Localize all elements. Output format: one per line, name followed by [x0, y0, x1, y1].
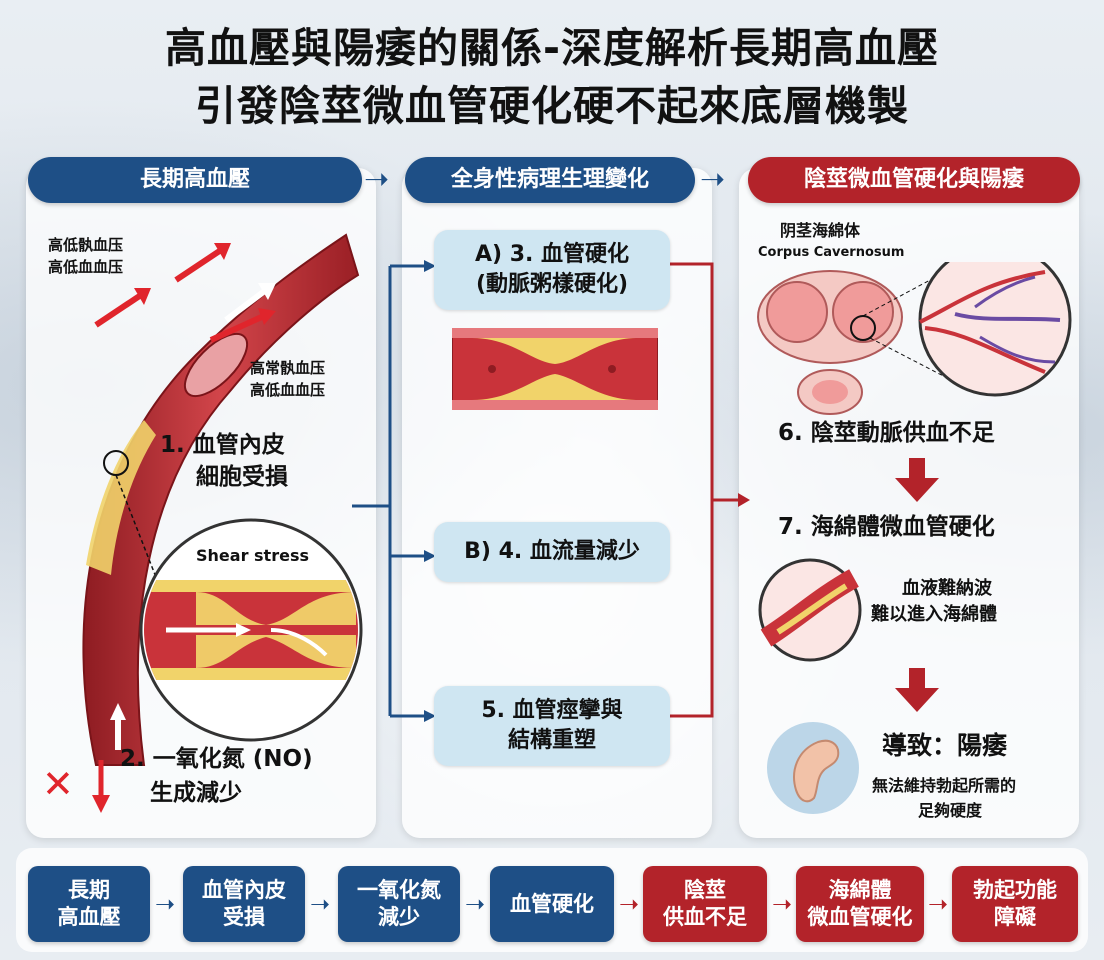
- pressure-label-b-1: 高常骫血压: [250, 359, 326, 377]
- flow-arrow-icon: ➝: [772, 890, 793, 918]
- cross-icon: ✕: [42, 762, 74, 806]
- step1-line1: 1. 血管內皮: [160, 432, 285, 458]
- result-title: 導致：陽痿: [882, 731, 1008, 760]
- shear-stress-label: Shear stress: [196, 546, 309, 565]
- pressure-arrow-icon: [209, 312, 268, 343]
- pressure-label-b-2: 高低血血压: [250, 381, 326, 399]
- hardened-microvessel-image: [758, 558, 862, 662]
- box-a-line2: (動脈粥樣硬化): [475, 272, 629, 297]
- pressure-label-a-2: 高低血血压: [48, 258, 124, 276]
- step2-line2: 生成減少: [150, 780, 242, 806]
- box-blood-flow-reduced: B) 4. 血流量減少: [434, 522, 670, 582]
- anatomy-label-cn: 阴茎海綿体: [780, 221, 861, 240]
- flow-arrow-icon: ➝: [310, 890, 331, 918]
- box-vasospasm: 5. 血管痙攣與 結構重塑: [434, 686, 670, 766]
- artery-opening: [183, 332, 249, 398]
- step7-label: 7. 海綿體微血管硬化: [778, 514, 995, 540]
- page-title-line1: 高血壓與陽痿的關係-深度解析長期高血壓: [164, 24, 939, 72]
- header-hypertension: 長期高血壓: [28, 157, 362, 203]
- pressure-arrow-icon: [94, 292, 143, 328]
- box-b-line1: B) 4. 血流量減少: [464, 539, 640, 564]
- step6-label: 6. 陰莖動脈供血不足: [778, 420, 995, 446]
- flow-step-5: 陰莖供血不足: [643, 866, 767, 942]
- flow-arrow-icon: ➝: [619, 890, 640, 918]
- header-systemic-changes: 全身性病理生理變化: [405, 157, 695, 203]
- box-a-line1: A) 3. 血管硬化: [474, 242, 630, 267]
- step1-line2: 細胞受損: [196, 464, 288, 490]
- note-line1: 血液難納波: [902, 578, 992, 599]
- pressure-arrow-icon: [174, 247, 223, 283]
- box-c-line2: 結構重塑: [507, 728, 596, 753]
- flow-arrow-icon: ➝: [155, 890, 176, 918]
- down-arrow-icon: [92, 795, 110, 813]
- narrowed-vessel-image: [452, 328, 658, 410]
- connector-lines: [352, 260, 750, 722]
- anatomy-label-en: Corpus Cavernosum: [758, 245, 905, 260]
- pressure-arrow-icon: [134, 288, 151, 305]
- down-arrow-icon: [895, 668, 939, 712]
- flow-arrow-icon: ➝: [928, 890, 949, 918]
- flow-step-1: 長期高血壓: [28, 866, 150, 942]
- header-arrow-icon: ➝: [364, 162, 390, 197]
- flow-arrow-icon: [258, 283, 276, 300]
- down-arrow-icon: [895, 458, 939, 502]
- flow-step-6: 海綿體微血管硬化: [796, 866, 924, 942]
- result-line2: 足夠硬度: [918, 801, 983, 820]
- penis-cross-section-image: [757, 262, 1072, 415]
- flow-arrow-icon: ➝: [465, 890, 486, 918]
- plaque: [86, 420, 156, 575]
- flaccid-penis-icon: [767, 722, 859, 814]
- artery-illustration: ✕: [42, 233, 363, 813]
- flow-step-3: 一氧化氮減少: [338, 866, 460, 942]
- result-line1: 無法維持勃起所需的: [872, 776, 1017, 795]
- pressure-label-a-1: 高低骫血压: [48, 236, 124, 254]
- header-penile-vessels: 陰莖微血管硬化與陽痿: [748, 157, 1080, 203]
- box-c-line1: 5. 血管痙攣與: [481, 698, 623, 723]
- box-arteriosclerosis: A) 3. 血管硬化 (動脈粥樣硬化): [434, 230, 670, 310]
- page-title-line2: 引發陰莖微血管硬化硬不起來底層機製: [195, 82, 909, 130]
- pressure-arrow-icon: [258, 308, 276, 325]
- pressure-arrow-icon: [214, 243, 231, 260]
- header-arrow-icon: ➝: [700, 162, 726, 197]
- flow-step-7: 勃起功能障礙: [952, 866, 1078, 942]
- flow-step-2: 血管內皮受損: [183, 866, 305, 942]
- flow-arrow-icon: [224, 287, 268, 323]
- flow-arrow-icon: [110, 703, 126, 720]
- flow-step-4: 血管硬化: [490, 866, 614, 942]
- step2-line1: 2. 一氧化氮 (NO): [120, 746, 313, 772]
- note-line2: 難以進入海綿體: [871, 604, 997, 625]
